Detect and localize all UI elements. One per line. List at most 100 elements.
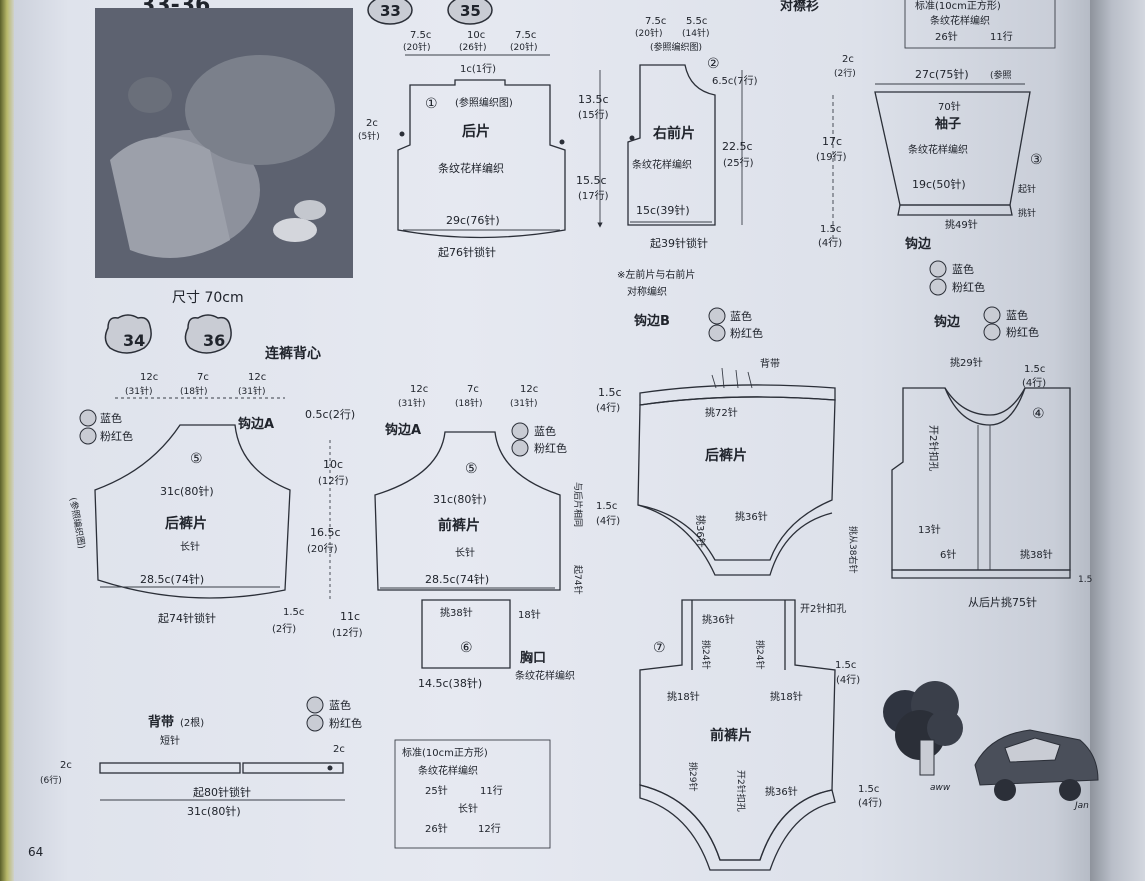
- svg-text:钩边A: 钩边A: [238, 416, 274, 432]
- svg-text:挑36针: 挑36针: [765, 785, 798, 798]
- svg-text:开2针扣孔: 开2针扣孔: [735, 770, 747, 812]
- car-illustration: Jan: [974, 729, 1099, 811]
- svg-text:蓝色: 蓝色: [100, 411, 122, 425]
- svg-text:33: 33: [380, 2, 401, 20]
- svg-text:开2针扣孔: 开2针扣孔: [800, 602, 846, 615]
- svg-text:13针: 13针: [918, 523, 941, 536]
- svg-text:钩边: 钩边: [905, 236, 932, 252]
- svg-text:28.5c(74针): 28.5c(74针): [425, 572, 489, 586]
- svg-text:11行: 11行: [990, 30, 1013, 43]
- svg-text:15.5c: 15.5c: [576, 174, 607, 187]
- svg-text:(参照: (参照: [990, 69, 1012, 81]
- diagram-overall-back: 12c 7c 12c (31针) (18针) (31针) 蓝色 粉红色 钩边A …: [67, 372, 363, 639]
- diagram-strap: 背带 (2根) 短针 蓝色 粉红色 2c (6行) 2c 起80针锁针 31c(…: [40, 696, 362, 818]
- svg-text:起80针锁针: 起80针锁针: [193, 785, 251, 799]
- svg-text:7.5c: 7.5c: [645, 16, 666, 27]
- page-number: 64: [28, 845, 43, 859]
- svg-text:挑36针: 挑36针: [702, 613, 735, 626]
- svg-text:11c: 11c: [340, 610, 360, 623]
- svg-text:2c: 2c: [60, 760, 72, 771]
- svg-text:31c(80针): 31c(80针): [433, 492, 487, 506]
- svg-text:1.5c: 1.5c: [283, 607, 304, 618]
- svg-text:(20行): (20行): [307, 542, 338, 555]
- svg-text:1.5c: 1.5c: [596, 501, 617, 512]
- svg-text:※左前片与右前片: ※左前片与右前片: [617, 268, 695, 281]
- svg-text:⑦: ⑦: [653, 640, 666, 656]
- adjacent-page-edge: [1090, 0, 1145, 881]
- svg-text:7.5c: 7.5c: [515, 30, 536, 41]
- svg-text:挑36针: 挑36针: [694, 515, 707, 548]
- svg-text:粉红色: 粉红色: [329, 716, 362, 730]
- svg-text:5.5c: 5.5c: [686, 16, 707, 27]
- svg-text:从后片挑75针: 从后片挑75针: [968, 595, 1037, 609]
- svg-text:钩边B: 钩边B: [634, 313, 670, 329]
- svg-text:17c: 17c: [822, 135, 842, 148]
- svg-text:6针: 6针: [940, 548, 956, 561]
- svg-text:28.5c(74针): 28.5c(74针): [140, 572, 204, 586]
- svg-text:袖子: 袖子: [935, 116, 961, 132]
- svg-text:12c: 12c: [520, 384, 538, 395]
- svg-text:(4行): (4行): [596, 514, 620, 527]
- svg-text:挑从38右针: 挑从38右针: [847, 526, 859, 573]
- svg-text:(5针): (5针): [358, 130, 380, 142]
- diagram-back-piece: 7.5c 10c 7.5c (20针) (26针) (20针) 1c(1行) ①…: [358, 30, 609, 259]
- svg-text:起74针锁针: 起74针锁针: [158, 611, 216, 625]
- svg-text:(4行): (4行): [596, 401, 620, 414]
- svg-text:1.5c: 1.5c: [835, 660, 856, 671]
- svg-text:14.5c(38针): 14.5c(38针): [418, 676, 482, 690]
- svg-text:蓝色: 蓝色: [730, 309, 752, 323]
- svg-text:16.5c: 16.5c: [310, 526, 341, 539]
- hook-edge-legend-2: 钩边 蓝色 粉红色: [934, 306, 1039, 341]
- svg-text:挑49针: 挑49针: [945, 218, 978, 231]
- svg-text:10c: 10c: [467, 30, 485, 41]
- svg-text:(参照编织图): (参照编织图): [67, 496, 88, 549]
- svg-text:蓝色: 蓝色: [534, 424, 556, 438]
- size-label: 尺寸 70cm: [172, 290, 244, 306]
- svg-text:11行: 11行: [480, 784, 503, 797]
- svg-text:(4行): (4行): [836, 673, 860, 686]
- gauge-box-top: 标准(10cm正方形) 条纹花样编织 26针 11行: [904, 0, 1056, 49]
- svg-text:12c: 12c: [248, 372, 266, 383]
- diagram-right-front: 7.5c 5.5c (20针) (14针) (参照编织图) ② 6.5c(7行)…: [617, 16, 758, 298]
- svg-text:条纹花样编织: 条纹花样编织: [418, 764, 478, 777]
- svg-text:标准(10cm正方形): 标准(10cm正方形): [402, 746, 488, 759]
- svg-text:条纹花样编织: 条纹花样编织: [930, 14, 990, 27]
- section-badge-34: 34: [104, 314, 152, 354]
- svg-text:起76针锁针: 起76针锁针: [438, 245, 496, 259]
- svg-text:后裤片: 后裤片: [165, 515, 207, 532]
- svg-text:12c: 12c: [140, 372, 158, 383]
- svg-text:(4行): (4行): [818, 236, 842, 249]
- svg-text:对称编织: 对称编织: [627, 285, 667, 298]
- svg-text:70针: 70针: [938, 100, 961, 113]
- svg-text:蓝色: 蓝色: [1006, 308, 1028, 322]
- svg-text:粉红色: 粉红色: [952, 280, 985, 294]
- svg-text:18针: 18针: [518, 608, 541, 621]
- svg-text:长针: 长针: [455, 546, 475, 559]
- svg-text:起针: 起针: [1018, 183, 1036, 195]
- svg-text:(31针): (31针): [125, 385, 152, 397]
- svg-text:1.5c: 1.5c: [820, 224, 841, 235]
- svg-text:22.5c: 22.5c: [722, 140, 753, 153]
- svg-text:(19行): (19行): [816, 150, 847, 163]
- svg-text:长针: 长针: [458, 802, 478, 815]
- svg-text:(18针): (18针): [180, 385, 207, 397]
- svg-text:(25行): (25行): [723, 156, 754, 169]
- svg-text:2c: 2c: [366, 118, 378, 129]
- product-photo: [95, 8, 353, 278]
- svg-text:蓝色: 蓝色: [952, 262, 974, 276]
- svg-text:挑29针: 挑29针: [950, 356, 983, 369]
- svg-text:31c(80针): 31c(80针): [160, 484, 214, 498]
- diagram-pants-back: 背带 1.5c (4行) 挑72针 后裤片 1.5c (4行) 挑36针 挑36…: [596, 357, 836, 576]
- svg-text:25针: 25针: [425, 784, 448, 797]
- svg-text:(20针): (20针): [403, 41, 430, 53]
- svg-text:标准(10cm正方形): 标准(10cm正方形): [915, 0, 1001, 12]
- svg-text:29c(76针): 29c(76针): [446, 213, 500, 227]
- svg-text:(20针): (20针): [510, 41, 537, 53]
- svg-text:胸口: 胸口: [520, 650, 546, 666]
- diagram-overall-front: 12c 7c 12c (31针) (18针) (31针) 钩边A 蓝色 粉红色 …: [374, 384, 584, 690]
- svg-text:(2根): (2根): [180, 716, 204, 729]
- svg-text:(2行): (2行): [272, 622, 296, 635]
- svg-text:(12行): (12行): [332, 626, 363, 639]
- header-garment-name: 对襟衫: [780, 0, 819, 14]
